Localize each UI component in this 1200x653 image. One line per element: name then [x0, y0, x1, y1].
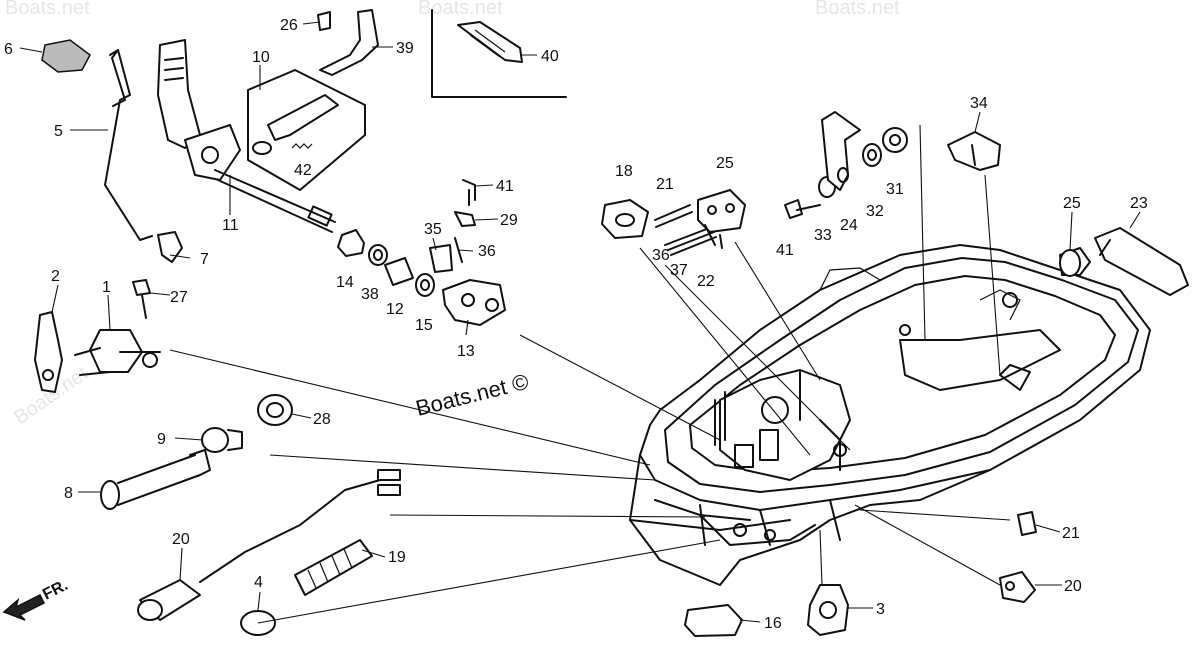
callout-21: 22	[697, 273, 715, 290]
mid-parts	[337, 179, 506, 326]
callout-37: 38	[361, 286, 379, 303]
callout-22: 23	[1130, 195, 1148, 212]
callout-14: 14	[336, 274, 354, 291]
front-label: FR.	[40, 577, 71, 604]
callout-12: 12	[386, 301, 404, 318]
callout-26: 26	[280, 17, 298, 34]
callout-34: 35	[424, 221, 442, 238]
watermark-text: Boats.net	[5, 0, 90, 19]
callout-18: 20	[172, 531, 190, 548]
watermark-text: Boats.net	[815, 0, 900, 19]
callout-23: 24	[840, 217, 858, 234]
left-parts	[34, 279, 401, 636]
watermark-text: Boats.net	[418, 0, 503, 19]
callout-6: 6	[4, 41, 13, 58]
front-arrow-icon	[2, 593, 46, 621]
right-parts	[601, 111, 1189, 637]
callout-labels: 6 5 7 10 26 39 40 42 11 2 1 27 28 9 8 19…	[4, 17, 1148, 632]
callout-7: 7	[200, 251, 209, 268]
callout-42: 42	[294, 162, 312, 179]
callout-16: 18	[615, 163, 633, 180]
callout-31: 32	[866, 203, 884, 220]
callout-35: 36	[478, 243, 496, 260]
callout-15: 16	[764, 615, 782, 632]
callout-25: 25	[716, 155, 734, 172]
callout-27: 27	[170, 289, 188, 306]
bottom-cowl	[629, 244, 1151, 586]
front-direction-indicator: FR.	[2, 577, 71, 621]
lever-assembly	[41, 9, 567, 263]
callout-8: 8	[64, 485, 73, 502]
callout-33: 34	[970, 95, 988, 112]
callout-9: 9	[157, 431, 166, 448]
callout-28: 28	[313, 411, 331, 428]
callout-1: 1	[102, 279, 111, 296]
callout-39: 40	[541, 48, 559, 65]
callout-30: 31	[886, 181, 904, 198]
callout-2: 2	[51, 268, 60, 285]
callout-10: 10	[252, 49, 270, 66]
callout-24: 25	[1063, 195, 1081, 212]
callout-4: 4	[254, 574, 263, 591]
callout-17: 19	[388, 549, 406, 566]
callout-29: 29	[500, 212, 518, 229]
callout-19: 20	[1064, 578, 1082, 595]
callout-5: 5	[54, 123, 63, 140]
leader-lines	[19, 21, 1141, 624]
callout-21: 21	[656, 176, 674, 193]
callout-36: 37	[670, 262, 688, 279]
callout-11: 11	[222, 217, 239, 234]
callout-36: 36	[652, 247, 670, 264]
callout-14: 15	[415, 317, 433, 334]
callout-13: 13	[457, 343, 475, 360]
callout-32: 33	[814, 227, 832, 244]
callout-3: 3	[876, 601, 885, 618]
callout-41: 41	[776, 242, 794, 259]
callout-20: 21	[1062, 525, 1080, 542]
credit-text: Boats.net ©	[413, 369, 531, 421]
callout-40: 41	[496, 178, 514, 195]
callout-38: 39	[396, 40, 414, 57]
